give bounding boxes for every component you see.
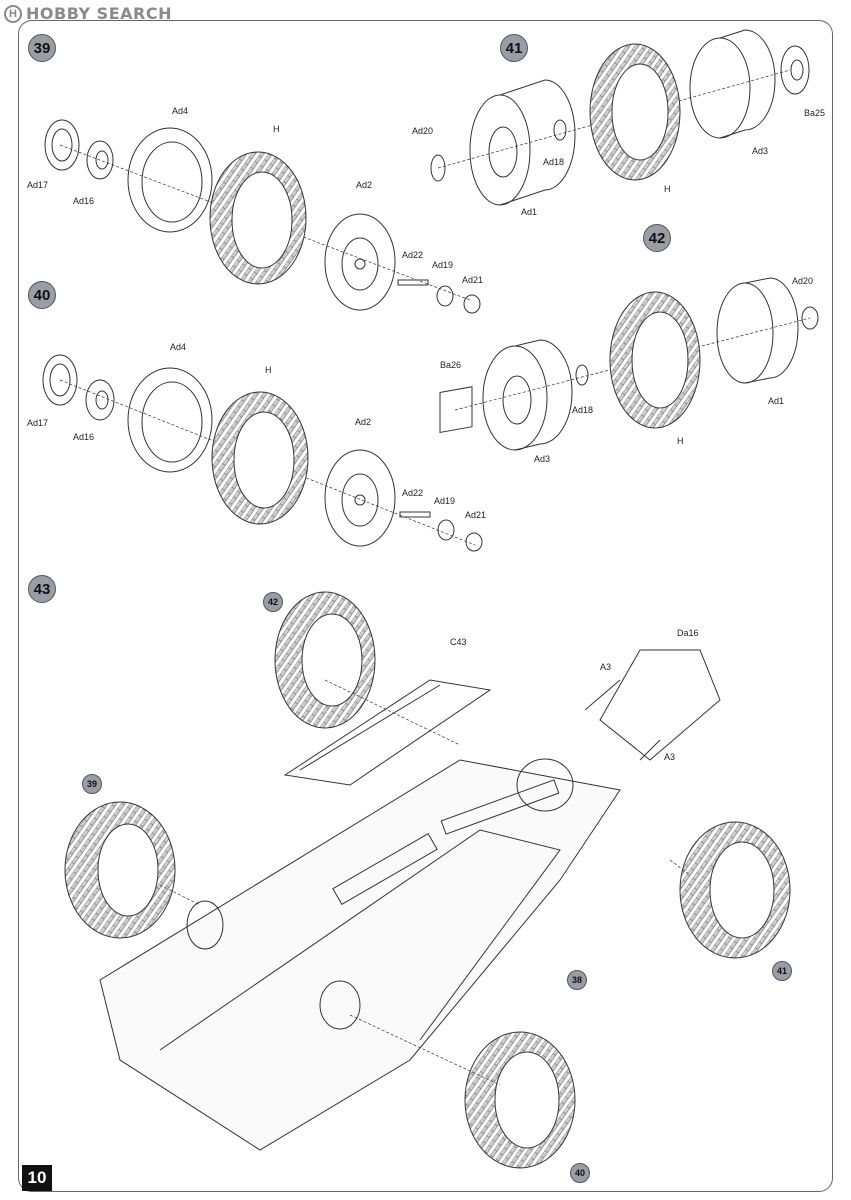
part-label: Ad17 [27, 180, 49, 190]
part-label: H [664, 184, 671, 194]
part-label: Ad3 [752, 146, 769, 156]
part-label: Ad2 [356, 180, 373, 190]
part-label: H [273, 124, 280, 134]
step-ref-badge: 38 [567, 970, 587, 990]
step-42-badge: 42 [643, 224, 671, 252]
step39-assembly [44, 119, 481, 314]
part-label: Ad1 [768, 396, 785, 406]
step-43-badge: 43 [28, 575, 56, 603]
part-label: H [265, 365, 272, 375]
part-label: Ad19 [434, 496, 456, 506]
part-label: Ad18 [543, 157, 565, 167]
logo: H HOBBY SEARCH [4, 4, 172, 23]
part-label: Ba26 [440, 360, 462, 370]
part-label: H [677, 436, 684, 446]
step43-assembly [64, 591, 791, 1169]
part-label: Ad16 [73, 196, 95, 206]
step-39-badge: 39 [28, 34, 56, 62]
part-label: Ba25 [804, 108, 826, 118]
step40-assembly [42, 354, 483, 552]
logo-text: HOBBY SEARCH [26, 4, 172, 23]
part-label: Da16 [677, 628, 699, 638]
logo-mark-icon: H [4, 4, 22, 23]
page-frame [18, 20, 833, 1192]
part-label: A3 [600, 662, 612, 672]
page-number: 10 [22, 1165, 52, 1191]
part-label: Ad22 [402, 250, 424, 260]
part-label: Ad16 [73, 432, 95, 442]
step-ref-badge: 41 [772, 961, 792, 981]
step-ref-badge: 42 [263, 592, 283, 612]
step41-assembly [430, 29, 810, 206]
part-label: Ad21 [465, 510, 487, 520]
part-label: Ad22 [402, 488, 424, 498]
part-label: Ad4 [172, 106, 189, 116]
part-label: Ad20 [792, 276, 814, 286]
part-label: Ad17 [27, 418, 49, 428]
part-label: Ad19 [432, 260, 454, 270]
step-ref-badge: 39 [82, 774, 102, 794]
part-label: C43 [450, 637, 467, 647]
part-label: Ad3 [534, 454, 551, 464]
step-41-badge: 41 [500, 34, 528, 62]
part-label: Ad4 [170, 342, 187, 352]
header: H HOBBY SEARCH [0, 0, 851, 28]
part-label: Ad1 [521, 207, 538, 217]
part-label: Ad21 [462, 275, 484, 285]
part-label: A3 [664, 752, 676, 762]
part-label: Ad2 [355, 417, 372, 427]
part-label: Ad20 [412, 126, 434, 136]
part-label: Ad18 [572, 405, 594, 415]
step42-assembly [439, 277, 819, 451]
step-ref-badge: 40 [570, 1163, 590, 1183]
step-40-badge: 40 [28, 281, 56, 309]
